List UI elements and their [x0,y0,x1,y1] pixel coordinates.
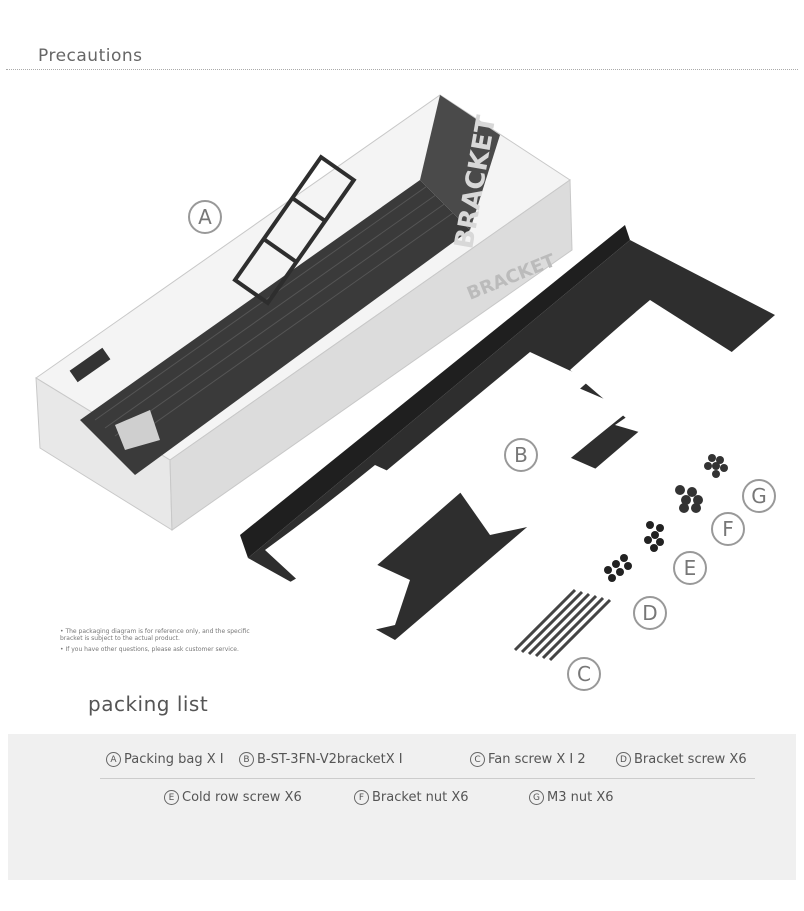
contact-note: • If you have other questions, please as… [60,646,239,653]
callout-e: E [673,551,707,585]
dotted-divider [6,69,798,70]
callout-c: C [567,657,601,691]
section-title-precautions: Precautions [38,46,143,66]
packing-bag-box: BRACKET BRACKET [35,94,573,531]
bracket-nuts [675,485,703,513]
m3-nuts [704,454,728,478]
cold-row-screws [644,521,664,552]
bracket-screws [604,554,632,582]
callout-a: A [188,200,222,234]
svg-text:C: C [577,662,591,686]
packing-list-title: packing list [88,692,209,716]
callout-d: D [633,596,667,630]
bracket-part [240,225,775,640]
svg-text:B: B [514,443,528,467]
svg-text:A: A [198,205,212,229]
packing-row-divider [100,778,755,779]
disclaimer-note: • The packaging diagram is for reference… [60,628,250,642]
callout-f: F [711,512,745,546]
product-illustration: BRACKET BRACKET [35,94,776,691]
packing-list-panel [8,734,796,880]
svg-text:F: F [722,517,734,541]
fan-screws [513,588,612,662]
svg-text:G: G [751,484,767,508]
svg-text:E: E [684,556,697,580]
svg-text:D: D [642,601,657,625]
callout-b: B [504,438,538,472]
callout-g: G [742,479,776,513]
